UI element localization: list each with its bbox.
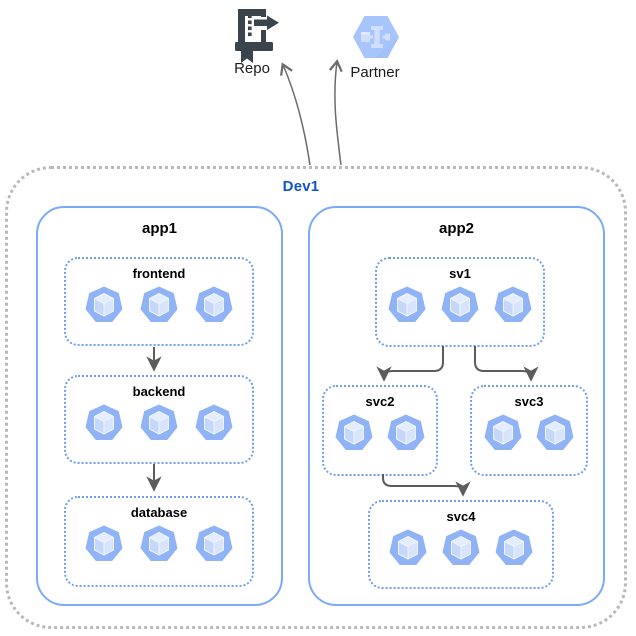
source-repository-icon xyxy=(228,6,280,64)
pods-row-svc4 xyxy=(388,529,534,567)
pods-row-backend xyxy=(84,404,234,442)
pod-icon xyxy=(495,529,533,565)
service-box-svc3: svc3 xyxy=(470,385,588,476)
pods-row-svc3 xyxy=(483,414,575,452)
dev1-boundary xyxy=(5,166,627,629)
service-label-frontend: frontend xyxy=(132,266,186,281)
pod-icon xyxy=(140,525,178,561)
service-box-svc4: svc4 xyxy=(368,500,554,589)
pod-icon xyxy=(335,414,373,450)
pod-icon xyxy=(85,404,123,440)
service-label-backend: backend xyxy=(132,384,186,399)
pod-icon xyxy=(140,404,178,440)
pods-row-svc2 xyxy=(334,414,426,452)
pod-icon xyxy=(195,286,233,322)
arrow-dev1-repo xyxy=(279,62,311,166)
pod-icon xyxy=(195,525,233,561)
partner-interconnect-icon xyxy=(352,14,400,60)
pod-icon xyxy=(387,414,425,450)
pod-icon xyxy=(484,414,522,450)
service-label-svc3: svc3 xyxy=(514,394,544,409)
dev1-label: Dev1 xyxy=(282,178,320,195)
service-label-sv1: sv1 xyxy=(449,266,471,281)
pod-icon xyxy=(195,404,233,440)
service-box-sv1: sv1 xyxy=(375,257,545,347)
pod-icon xyxy=(85,286,123,322)
partner-label: Partner xyxy=(350,64,400,81)
pod-icon xyxy=(442,529,480,565)
app2-label: app2 xyxy=(438,220,474,237)
pod-icon xyxy=(85,525,123,561)
pod-icon xyxy=(494,286,532,322)
service-box-svc2: svc2 xyxy=(322,385,438,476)
service-box-frontend: frontend xyxy=(64,257,254,346)
pod-icon xyxy=(536,414,574,450)
pod-icon xyxy=(140,286,178,322)
service-label-svc2: svc2 xyxy=(365,394,395,409)
service-box-database: database xyxy=(64,496,254,587)
pods-row-database xyxy=(84,525,234,563)
pod-icon xyxy=(388,286,426,322)
pod-icon xyxy=(389,529,427,565)
app1-label: app1 xyxy=(141,220,177,237)
repo-label: Repo xyxy=(234,60,270,77)
pods-row-sv1 xyxy=(387,286,533,324)
service-label-database: database xyxy=(130,505,188,520)
service-box-backend: backend xyxy=(64,375,254,464)
pods-row-frontend xyxy=(84,286,234,324)
service-label-svc4: svc4 xyxy=(446,509,476,524)
pod-icon xyxy=(441,286,479,322)
